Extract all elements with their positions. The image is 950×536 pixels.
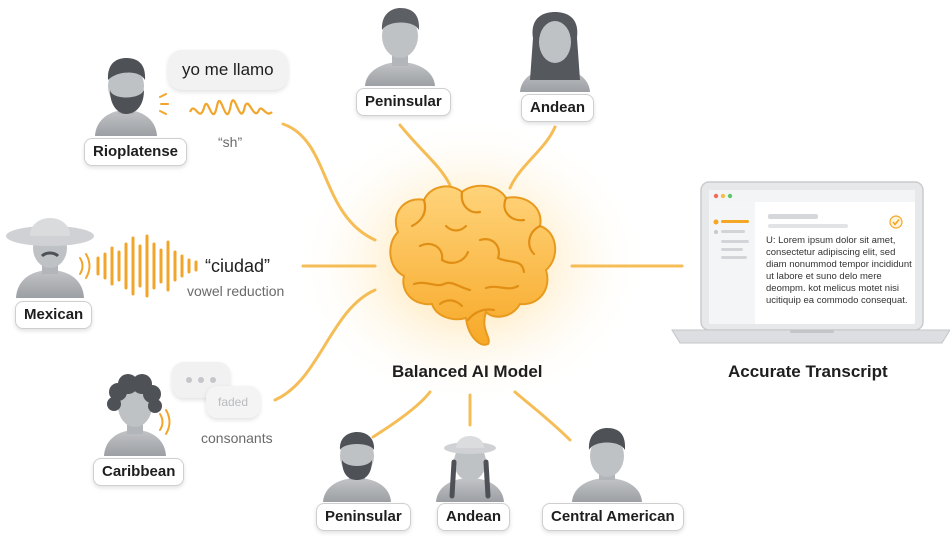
label-rioplatense: Rioplatense <box>84 138 188 166</box>
line-caribbean <box>273 288 377 402</box>
man-with-beard-icon <box>95 58 157 136</box>
label-peninsular-top: Peninsular <box>356 88 451 116</box>
label-mexican: Mexican <box>15 301 93 329</box>
woman-with-hat-icon <box>436 436 504 502</box>
waveform-ciudad <box>96 234 198 298</box>
transcript-text: U: Lorem ipsum dolor sit amet, consectet… <box>766 235 912 306</box>
bearded-person-icon <box>323 432 391 502</box>
label-central-american: Central American <box>542 503 684 531</box>
model-title: Balanced AI Model <box>392 362 543 381</box>
brain-icon <box>389 184 556 346</box>
speech-bubble-rioplatense: yo me llamo <box>168 50 288 90</box>
voice-lines-rioplatense <box>159 93 169 115</box>
note-consonants: consonants <box>201 430 273 446</box>
curly-hair-person-icon <box>104 374 166 456</box>
output-title: Accurate Transcript <box>728 362 888 381</box>
voice-lines-mexican <box>79 253 91 279</box>
person-icon-central-american <box>572 428 642 502</box>
connection-lines <box>273 122 684 442</box>
man-with-hat-icon <box>6 218 94 298</box>
bubble-faded: faded <box>206 386 260 418</box>
label-andean-top: Andean <box>521 94 595 122</box>
line-andean-top <box>508 125 557 190</box>
line-rioplatense <box>281 122 377 242</box>
woman-icon-andean-top <box>520 12 590 92</box>
line-peninsular-bottom <box>371 390 432 439</box>
note-sh: “sh” <box>218 134 243 150</box>
label-andean-bottom: Andean <box>437 503 511 531</box>
person-icon-peninsular-top <box>365 8 435 86</box>
voice-lines-caribbean <box>159 409 171 435</box>
label-peninsular-bottom: Peninsular <box>316 503 411 531</box>
sound-wave-sh <box>188 99 273 116</box>
line-peninsular-top <box>398 123 452 187</box>
line-central-american <box>513 390 572 442</box>
laptop-icon <box>671 181 950 344</box>
label-caribbean: Caribbean <box>93 458 185 486</box>
quote-ciudad: “ciudad” <box>205 256 271 276</box>
note-vowel-reduction: vowel reduction <box>187 283 285 299</box>
